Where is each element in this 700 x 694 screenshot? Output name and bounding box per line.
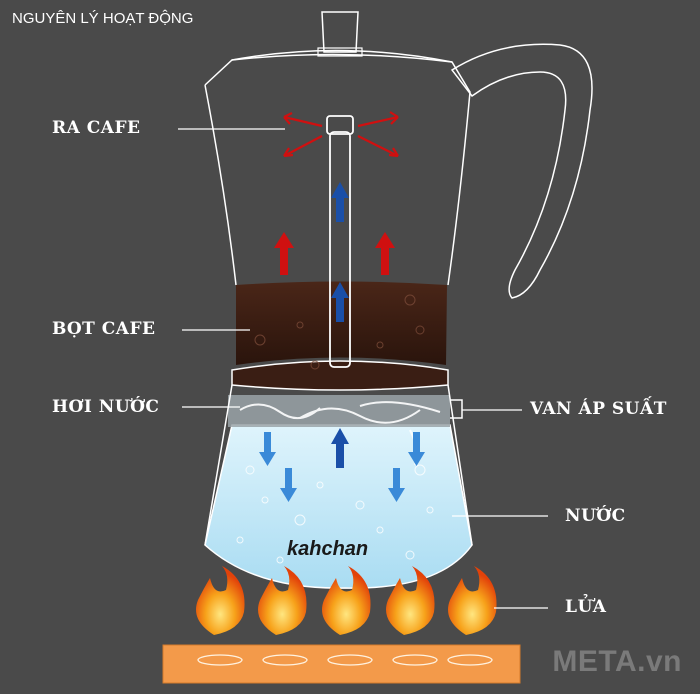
water-down-arrows xyxy=(259,432,425,502)
lower-chamber-outline xyxy=(204,384,473,546)
coffee-bubbles xyxy=(254,294,425,370)
label-lua: LỬA xyxy=(565,597,607,617)
steam-band xyxy=(228,395,450,427)
water-chamber xyxy=(204,424,473,589)
red-up-arrows xyxy=(274,232,395,275)
diagram-title: NGUYÊN LÝ HOẠT ĐỘNG xyxy=(12,10,194,27)
lid-knob xyxy=(321,11,359,53)
lid-knob-base xyxy=(317,47,363,57)
label-ra-cafe: RA CAFE xyxy=(52,118,141,138)
watermark: META.vn xyxy=(552,645,682,678)
red-outflow-arrows xyxy=(283,111,399,158)
lid xyxy=(231,49,453,63)
upper-chamber-outline xyxy=(204,53,471,286)
brand-logo-text: kahchan xyxy=(287,538,369,560)
label-bot-cafe: BỌT CAFE xyxy=(52,319,156,339)
label-hoi-nuoc: HƠI NƯỚC xyxy=(52,397,160,417)
flames xyxy=(196,566,497,635)
tube-cap xyxy=(326,115,354,135)
filter-band xyxy=(231,360,449,391)
leader-lines xyxy=(178,128,548,609)
central-tube xyxy=(329,131,351,368)
handle xyxy=(450,43,593,299)
pressure-valve xyxy=(450,399,463,419)
coffee-layer xyxy=(236,281,447,365)
water-bubbles xyxy=(236,451,434,564)
stove-burner-rings xyxy=(197,654,493,666)
label-van-ap-suat: VAN ÁP SUẤT xyxy=(530,399,667,419)
label-nuoc: NƯỚC xyxy=(565,506,626,526)
blue-up-arrows xyxy=(331,182,349,468)
